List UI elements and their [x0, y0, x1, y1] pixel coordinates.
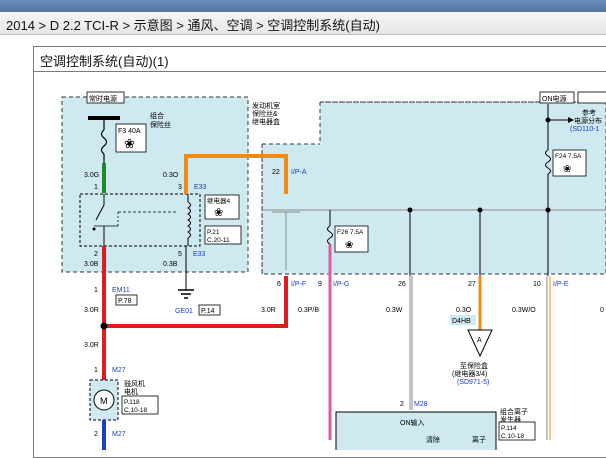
ionizer-label-line2: 发生器	[500, 415, 521, 424]
wire-3-0B: 3.0B	[84, 261, 99, 268]
tag-D4HB: D4HB	[452, 318, 471, 325]
to-relay-box-label: 至保险盒 (继电器3/4)	[452, 361, 490, 378]
app-top-bar	[0, 0, 606, 12]
fuse-f24-icon: ❀	[563, 164, 571, 175]
fuse-f24-label: F24 7.5A	[555, 153, 582, 160]
connector-M27-bottom: M27	[112, 431, 126, 438]
svg-text:M: M	[100, 396, 108, 406]
relay-coil	[187, 201, 191, 239]
connector-E33-top: E33	[194, 184, 207, 191]
ionizer-box	[335, 411, 497, 450]
pin-22: 22	[272, 169, 280, 176]
connector-M27-top: M27	[112, 367, 126, 374]
wire-0-3O-left: 0.3O	[163, 172, 179, 179]
connector-IP-E: I/P-E	[553, 281, 569, 288]
pin-10: 10	[533, 281, 541, 288]
reference-label: 参考 电源分布	[574, 108, 602, 125]
combination-fuse-label: 组合 保险丝	[150, 111, 171, 129]
blower-motor-label: 鼓风机 电机	[124, 379, 147, 396]
wire-0-3B: 0.3B	[163, 261, 178, 268]
reference-label-line1: 参考	[582, 108, 596, 117]
pin-5: 5	[178, 251, 182, 258]
wire-3-0R-b: 3.0R	[261, 307, 276, 314]
pin-2-m27: 2	[94, 431, 98, 438]
to-relay-box-line2: (继电器3/4)	[452, 369, 487, 378]
ionizer-ref-p: P.114	[501, 425, 517, 432]
ref-P78: P.78	[118, 298, 132, 305]
blower-motor-label-line2: 电机	[124, 387, 138, 396]
bottom-label-2: 离子	[472, 435, 486, 444]
panel-title-bar: 空调控制系统(自动)(1)	[34, 47, 606, 72]
main-fuse-icon: ❀	[124, 136, 135, 151]
relay-icon: ❀	[214, 207, 223, 219]
combination-fuse-label-line1: 组合	[150, 111, 164, 120]
combination-fuse-label-line2: 保险丝	[150, 120, 171, 129]
bottom-label-1: 清除	[426, 435, 440, 444]
splice-point	[100, 322, 108, 330]
orange-signal-wire	[184, 154, 288, 194]
relay-box-connector-triangle	[467, 329, 493, 358]
connector-IP-F: I/P-F	[291, 281, 306, 288]
relay-label: 继电器4	[207, 196, 231, 205]
reference-label-line2: 电源分布	[574, 116, 602, 125]
main-fuse-symbol	[100, 129, 108, 155]
connector-IP-A: I/P-A	[291, 169, 307, 176]
pin-26: 26	[398, 281, 406, 288]
fuse-f26-label: F26 7.5A	[337, 229, 364, 236]
blower-ref-p: P.118	[124, 399, 140, 406]
pin-3: 3	[178, 184, 182, 191]
pin-2: 2	[94, 251, 98, 258]
blower-relay	[79, 193, 201, 247]
to-relay-box-line1: 至保险盒	[460, 361, 488, 370]
connector-EM11: EM11	[112, 287, 130, 294]
wire-3-0G: 3.0G	[84, 172, 99, 179]
wire-0-3P-B: 0.3P/B	[298, 307, 319, 314]
pin-9: 9	[318, 281, 322, 288]
engine-box-label: 发动机室 保险丝& 继电器盒	[252, 101, 282, 126]
fuse-f26-icon: ❀	[345, 240, 353, 251]
engine-box-label-line1: 发动机室	[252, 101, 280, 110]
main-fuse-label: F3 40A	[118, 128, 141, 135]
ionizer-label-line1: 组合离子	[500, 407, 528, 416]
ground-GE01: GE01	[175, 308, 193, 315]
reference-code: (SD110-1	[570, 126, 600, 133]
connector-IP-G: I/P-G	[333, 281, 349, 288]
wire-0-3W: 0.3W	[386, 307, 403, 314]
fuse-f24-symbol	[545, 149, 551, 175]
wire-0-3W-O: 0.3W/O	[512, 307, 536, 314]
breadcrumb: 2014 > D 2.2 TCI-R > 示意图 > 通风、空调 > 空调控制系…	[0, 12, 606, 35]
ionizer-ref-c: C.10-18	[501, 433, 525, 440]
pin-27: 27	[468, 281, 476, 288]
connector-M28: M28	[414, 401, 428, 408]
pin-1-top: 1	[94, 184, 98, 191]
blower-motor-icon	[93, 389, 115, 411]
wire-0-right: 0	[600, 307, 604, 314]
blower-motor-label-line1: 鼓风机	[124, 379, 145, 388]
relay-ref-p: P.21	[207, 229, 220, 236]
connector-E33-bottom: E33	[193, 251, 206, 258]
wire-0-3O-right: 0.3O	[456, 307, 472, 314]
blower-ref-c: C.10-18	[124, 407, 148, 414]
pin-6: 6	[277, 281, 281, 288]
breadcrumb-text[interactable]: 2014 > D 2.2 TCI-R > 示意图 > 通风、空调 > 空调控制系…	[6, 18, 380, 33]
pin-1-m27: 1	[94, 367, 98, 374]
engine-box-label-line3: 继电器盒	[252, 117, 280, 126]
fuse-f26-symbol	[327, 225, 333, 245]
to-relay-box-ref: (SD971-5)	[457, 379, 489, 386]
ionizer-label: 组合离子 发生器	[500, 407, 530, 424]
engine-box-label-line2: 保险丝&	[252, 109, 278, 118]
triangle-letter: A	[477, 337, 482, 344]
wire-3-0R-a: 3.0R	[84, 307, 99, 314]
ground-symbol	[178, 289, 194, 299]
always-power-tag: 常时电源	[89, 94, 117, 103]
wire-3-0R-c: 3.0R	[84, 342, 99, 349]
pin-1-em: 1	[94, 287, 98, 294]
pin-2-m28: 2	[400, 401, 404, 408]
relay-ref-c: C.20-11	[207, 237, 230, 244]
ground-ref-P14: P.14	[201, 308, 215, 315]
on-power-tag: ON电源	[542, 94, 567, 103]
panel-title: 空调控制系统(自动)(1)	[40, 54, 169, 69]
on-input-label: ON输入	[400, 418, 425, 427]
